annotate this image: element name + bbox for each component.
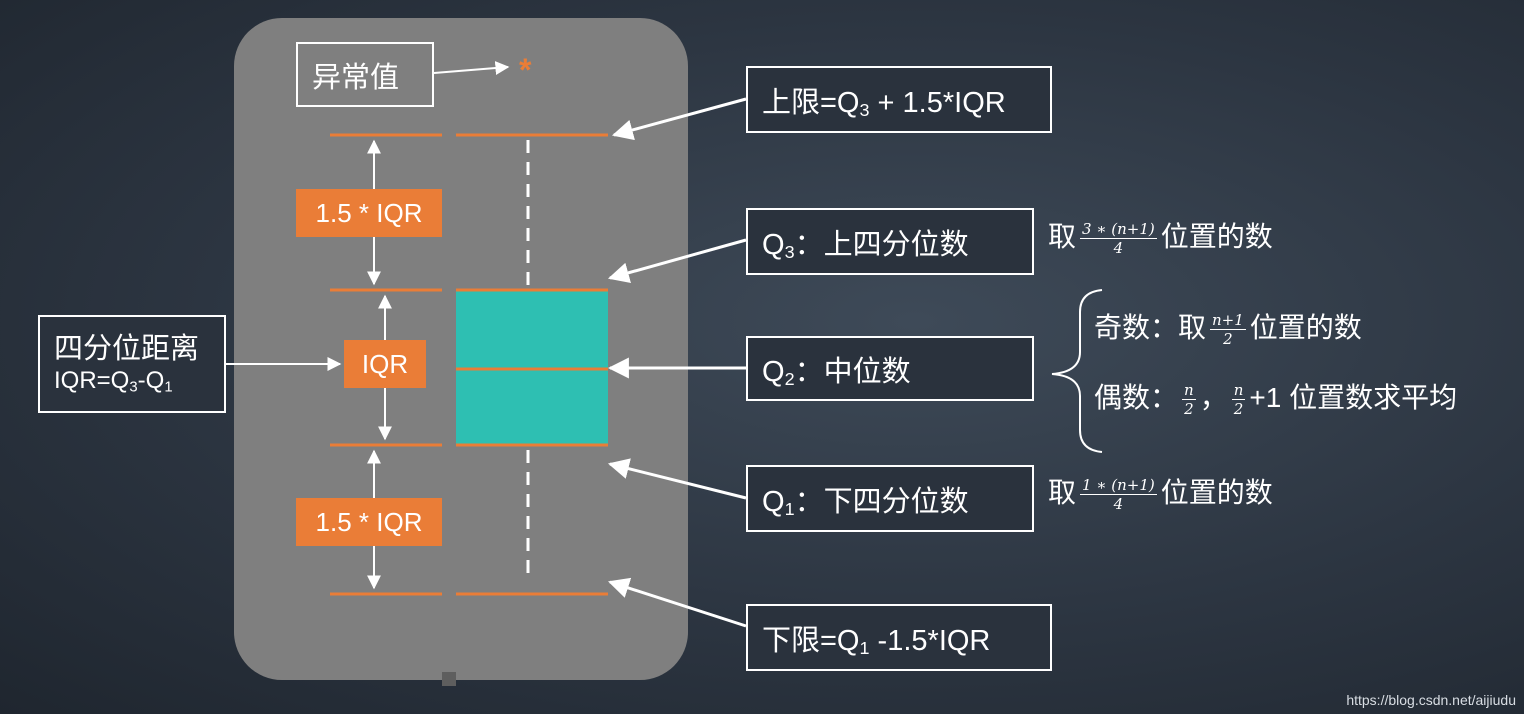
q3-arrow bbox=[607, 238, 747, 284]
outlier-label: 异常值 bbox=[312, 61, 400, 94]
q3-fraction: 3 ∗ (n+1)4 bbox=[1080, 220, 1157, 258]
q1-arrow bbox=[607, 458, 747, 500]
q1-fraction: 1 ∗ (n+1)4 bbox=[1080, 476, 1157, 514]
iqr-label: IQR bbox=[344, 340, 426, 388]
panel-tab bbox=[442, 672, 456, 686]
lower-iqr-label: 1.5 * IQR bbox=[296, 498, 442, 546]
lower-limit-text: 下限=Q1 -1.5*IQR bbox=[762, 624, 991, 658]
outlier-label-box: 异常值 bbox=[296, 42, 434, 107]
upper-limit-arrow bbox=[611, 97, 747, 141]
q1-box: Q1：下四分位数 bbox=[746, 465, 1034, 532]
upper-limit-text: 上限=Q3 + 1.5*IQR bbox=[762, 86, 1006, 120]
q3-text: Q3：上四分位数 bbox=[762, 228, 969, 262]
outlier-marker: * bbox=[519, 52, 532, 88]
iqr-definition-title: 四分位距离 bbox=[54, 333, 200, 365]
upper-limit-box: 上限=Q3 + 1.5*IQR bbox=[746, 66, 1052, 133]
q2-box: Q2：中位数 bbox=[746, 336, 1034, 401]
iqr-definition-formula: IQR=Q3-Q1 bbox=[54, 367, 173, 396]
watermark: https://blog.csdn.net/aijiudu bbox=[1346, 692, 1516, 708]
q3-box: Q3：上四分位数 bbox=[746, 208, 1034, 275]
upper-iqr-label: 1.5 * IQR bbox=[296, 189, 442, 237]
lower-limit-arrow bbox=[608, 577, 747, 628]
lower-limit-box: 下限=Q1 -1.5*IQR bbox=[746, 604, 1052, 671]
iqr-definition-box: 四分位距离 IQR=Q3-Q1 bbox=[38, 315, 226, 413]
outlier-arrow bbox=[433, 61, 510, 75]
q1-text: Q1：下四分位数 bbox=[762, 485, 969, 519]
q2-text: Q2：中位数 bbox=[762, 355, 911, 389]
curly-brace bbox=[1051, 289, 1103, 453]
